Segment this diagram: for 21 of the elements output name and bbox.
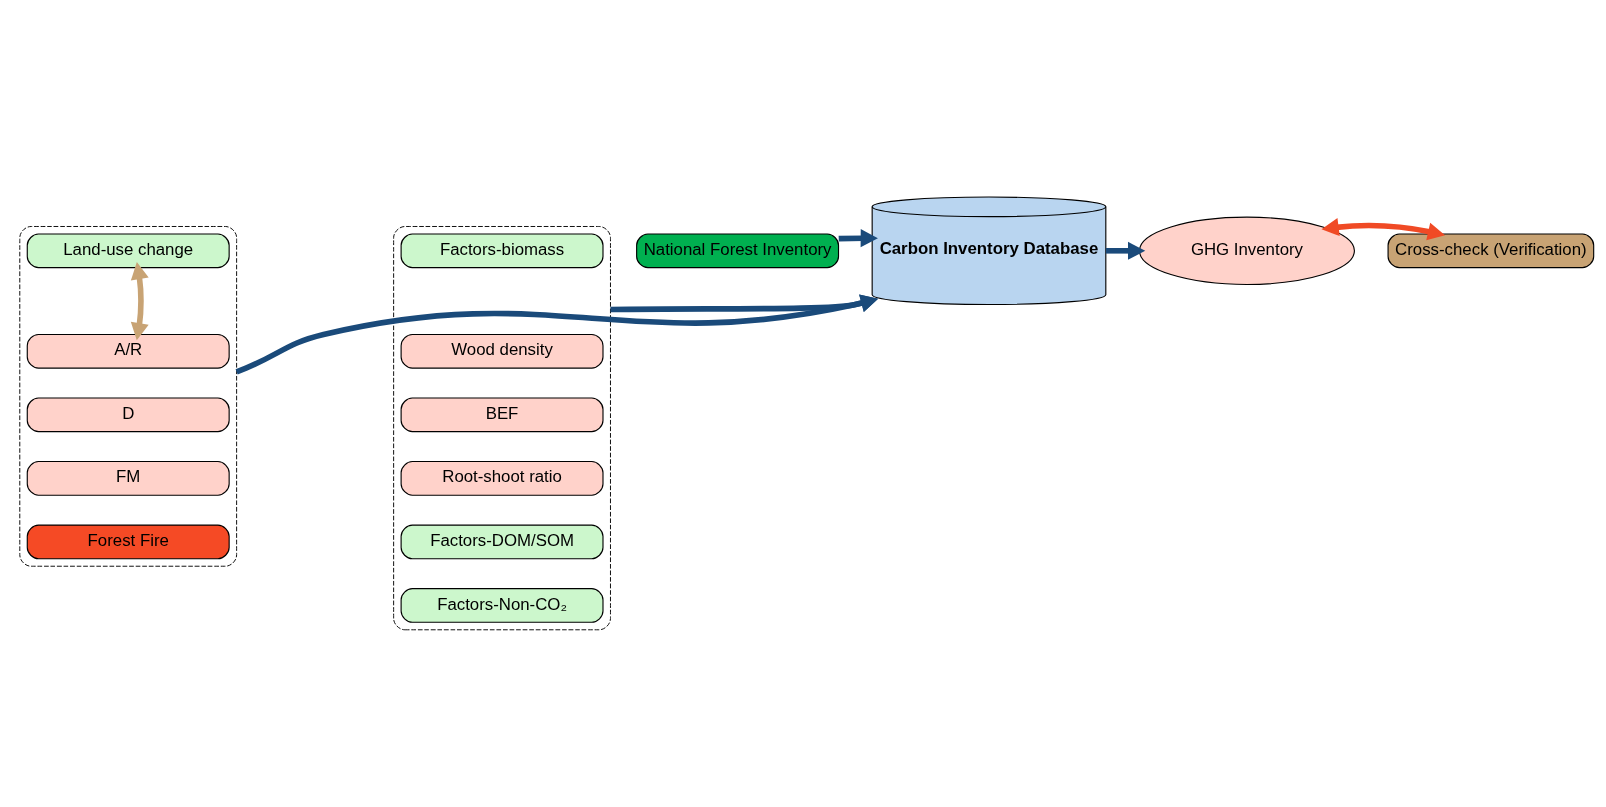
- node-box: Wood density: [400, 333, 604, 369]
- node-box: FM: [26, 461, 230, 496]
- arrow: [235, 294, 879, 375]
- node-box: Forest Fire: [26, 524, 230, 560]
- node-box: BEF: [400, 397, 604, 433]
- node-box: Factors-Non-CO₂: [400, 588, 604, 623]
- arrow: [1105, 241, 1146, 260]
- cluster: [393, 226, 611, 631]
- node-box: Factors-DOM/SOM: [400, 524, 604, 560]
- arrow: [838, 229, 878, 248]
- node-box: Cross-check (Verification): [1387, 233, 1595, 269]
- node-box: Land-use change: [26, 233, 230, 269]
- node-box: Root-shoot ratio: [400, 461, 604, 496]
- arrow: [130, 262, 149, 341]
- cluster: [19, 226, 238, 567]
- node-box: Factors-biomass: [400, 233, 604, 269]
- node-box: National Forest Inventory: [636, 233, 840, 269]
- arrow: [610, 294, 879, 313]
- node-box: A/R: [26, 333, 230, 369]
- node-box: D: [26, 397, 230, 433]
- arrow: [1321, 218, 1446, 241]
